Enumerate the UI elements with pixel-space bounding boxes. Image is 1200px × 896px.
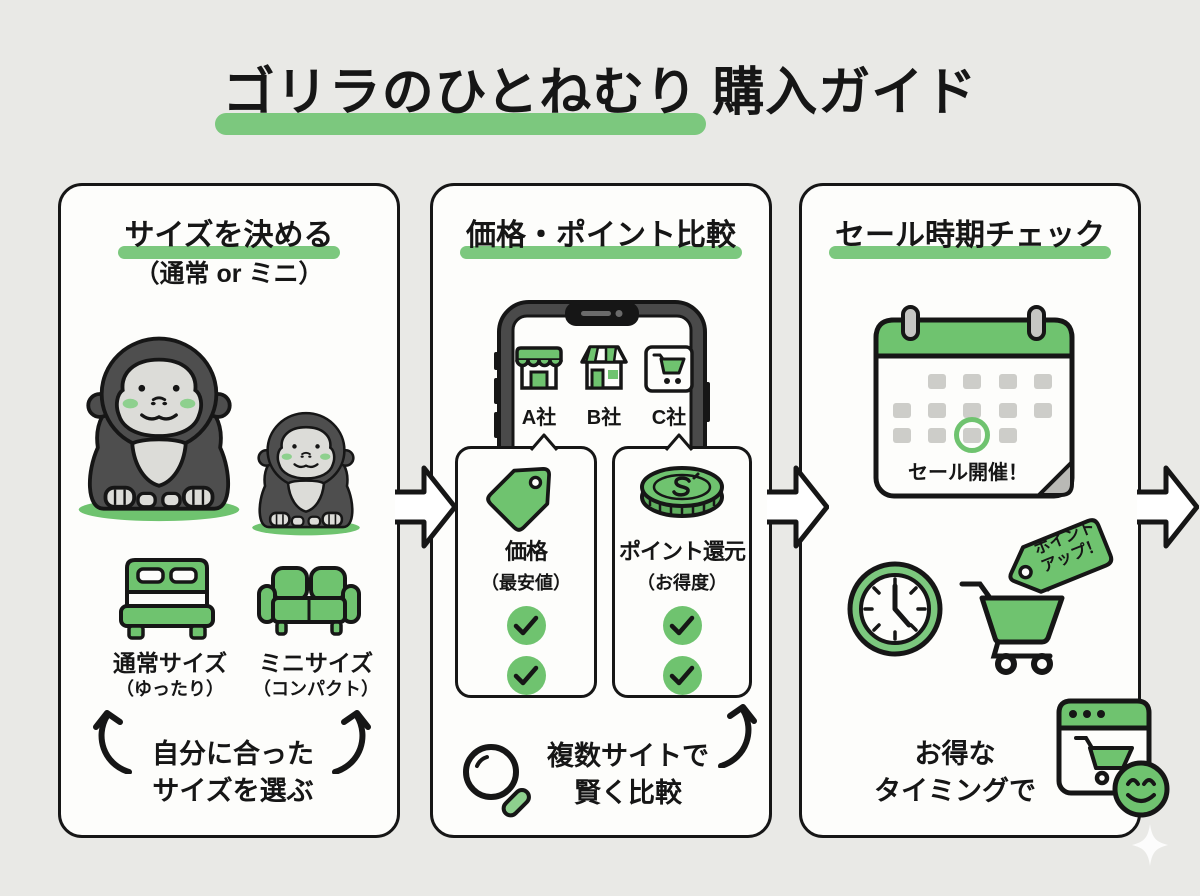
cart-square-icon <box>643 345 695 398</box>
panel-compare-header: 価格・ポイント比較 <box>433 210 769 259</box>
calendar-illustration: セール開催！ <box>868 304 1080 500</box>
check-icon <box>662 606 702 645</box>
smartphone-illustration: A社 B社 <box>493 298 711 518</box>
compare-note: 複数サイトで 賢く比較 <box>547 741 709 808</box>
panel-size: サイズを決める （通常 or ミニ） <box>58 183 400 838</box>
store-label: B社 <box>586 407 622 429</box>
store-row: A社 B社 <box>511 344 697 430</box>
check-icon <box>662 656 702 695</box>
size-item-sublabel: （ゆったり） <box>116 679 224 699</box>
check-icon <box>506 656 546 695</box>
size-item-label: ミニサイズ <box>258 650 374 676</box>
curved-arrow-icon <box>715 704 759 769</box>
storefront-icon <box>513 346 565 398</box>
flow-arrow-icon <box>1135 461 1200 553</box>
card-sublabel: （最安値） <box>481 573 571 593</box>
store-b: B社 <box>576 344 632 430</box>
curved-arrow-icon <box>329 710 373 775</box>
panel-sale-header: セール時期チェック <box>802 210 1138 259</box>
point-up-tag: ポイント アップ！ <box>995 511 1121 607</box>
store-label: C社 <box>651 407 687 429</box>
store-a: A社 <box>511 344 567 430</box>
coin-icon <box>634 459 730 532</box>
magnifier-icon <box>459 742 535 822</box>
store-label: A社 <box>521 407 557 429</box>
flow-arrow-icon <box>393 461 458 553</box>
store-c: C社 <box>641 344 697 430</box>
card-pointer <box>529 433 559 451</box>
calendar-label: セール開催！ <box>908 462 1028 484</box>
card-label: ポイント還元 <box>618 539 746 564</box>
small-gorilla-illustration <box>247 408 365 536</box>
bed-icon <box>117 558 217 642</box>
points-card: ポイント還元 （お得度） <box>612 433 752 698</box>
panel-size-subheader: （通常 or ミニ） <box>134 260 324 288</box>
price-tag-icon <box>475 445 576 546</box>
sparkle-icon <box>1130 822 1170 868</box>
sofa-icon <box>257 566 361 640</box>
card-label: 価格 <box>504 539 548 564</box>
page-title: ゴリラのひとねむり購入ガイド <box>0 50 1200 135</box>
price-card: 価格 （最安値） <box>455 433 597 698</box>
size-note: 自分に合った サイズを選ぶ <box>152 739 314 806</box>
shopping-cart-icon <box>954 558 1074 676</box>
panel-compare: 価格・ポイント比較 <box>430 183 772 838</box>
check-icon <box>506 606 546 645</box>
sale-note: お得な タイミングで <box>874 739 1036 806</box>
large-gorilla-illustration <box>73 324 245 529</box>
curved-arrow-icon <box>91 710 135 775</box>
smiley-face-icon <box>1112 760 1170 818</box>
title-rest: 購入ガイド <box>712 64 978 122</box>
flow-arrow-icon <box>765 461 830 553</box>
card-pointer <box>664 433 694 451</box>
size-item-label: 通常サイズ <box>112 650 228 676</box>
panel-size-header: サイズを決める <box>61 210 397 259</box>
shop-icon <box>578 345 630 398</box>
card-sublabel: （お得度） <box>637 573 727 593</box>
size-item-sublabel: （コンパクト） <box>253 679 379 699</box>
clock-icon <box>846 560 944 658</box>
panel-sale: セール時期チェック セール開催！ <box>799 183 1141 838</box>
title-highlight: ゴリラのひとねむり <box>214 50 707 135</box>
